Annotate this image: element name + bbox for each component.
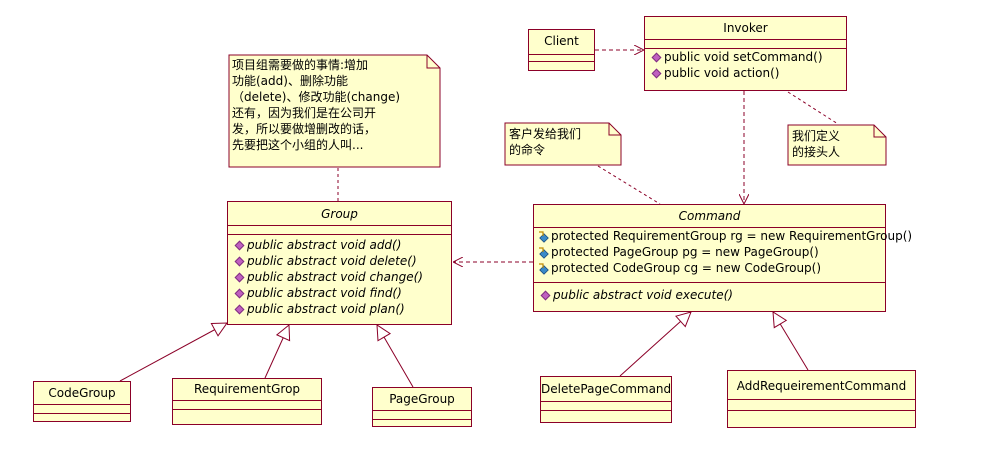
note-client-cmd-fold bbox=[608, 123, 621, 136]
note-line: 还有，因为我们是在公司开 bbox=[232, 106, 377, 120]
operation-row: public abstract void delete() bbox=[228, 253, 451, 269]
operation-icon bbox=[234, 256, 245, 267]
operation-label: public abstract void find() bbox=[247, 286, 402, 300]
attribute-label: protected RequirementGroup rg = new Requ… bbox=[551, 229, 913, 243]
compartment-divider bbox=[529, 61, 594, 62]
protected-attribute-icon bbox=[539, 230, 549, 243]
compartment-divider bbox=[728, 410, 915, 411]
operation-label: public abstract void add() bbox=[247, 238, 402, 252]
operation-label: public void action() bbox=[664, 66, 780, 80]
deletepagecommand-generalization bbox=[619, 312, 691, 377]
compartment-divider bbox=[529, 54, 594, 55]
class-name: Command bbox=[678, 209, 741, 223]
note-line: （delete)、修改功能(change) bbox=[232, 90, 401, 104]
operation-row: public abstract void add() bbox=[228, 237, 451, 253]
compartment-divider bbox=[228, 234, 451, 235]
class-requirementgrop[interactable]: RequirementGrop bbox=[172, 378, 322, 425]
class-name: RequirementGrop bbox=[193, 382, 301, 396]
class-name: CodeGroup bbox=[48, 386, 116, 400]
operation-label: public abstract void change() bbox=[247, 270, 423, 284]
operation-icon bbox=[234, 240, 245, 251]
operation-row: public void setCommand() bbox=[645, 49, 846, 65]
compartment-divider bbox=[34, 413, 130, 414]
attribute-label: protected PageGroup pg = new PageGroup() bbox=[551, 245, 819, 259]
compartment-divider bbox=[373, 410, 471, 411]
operation-icon bbox=[234, 304, 245, 315]
note-project-shape bbox=[228, 54, 441, 168]
class-pagegroup[interactable]: PageGroup bbox=[372, 387, 472, 427]
protected-attribute-icon bbox=[539, 262, 549, 275]
note-client-cmd-shape bbox=[504, 122, 622, 166]
compartment-divider bbox=[541, 410, 671, 411]
operation-icon bbox=[234, 272, 245, 283]
note-line: 的接头人 bbox=[792, 145, 841, 159]
compartment-divider bbox=[173, 400, 321, 401]
addrequeirementcommand-generalization bbox=[773, 312, 809, 371]
class-addrequeirementcommand[interactable]: AddRequeirementCommand bbox=[727, 370, 916, 428]
class-command[interactable]: Command protected RequirementGroup rg = … bbox=[533, 204, 912, 312]
class-client[interactable]: Client bbox=[528, 29, 595, 71]
class-deletepagecommand[interactable]: DeletePageCommand bbox=[540, 376, 672, 423]
note-line: 的命令 bbox=[509, 143, 546, 157]
operation-label: public abstract void execute() bbox=[553, 288, 733, 302]
compartment-divider bbox=[541, 401, 671, 402]
class-group[interactable]: Group public abstract void add() public … bbox=[227, 201, 452, 325]
operation-icon bbox=[234, 288, 245, 299]
operation-icon bbox=[651, 68, 662, 79]
class-name: PageGroup bbox=[389, 392, 455, 406]
operation-label: public void setCommand() bbox=[664, 50, 823, 64]
attribute-row: protected RequirementGroup rg = new Requ… bbox=[534, 228, 912, 244]
operation-row: public abstract void find() bbox=[228, 285, 451, 301]
note-project-fold bbox=[426, 55, 440, 69]
note-invoker-def-shape bbox=[787, 124, 887, 166]
compartment-divider bbox=[534, 282, 885, 283]
note-line: 项目组需要做的事情:增加 bbox=[232, 58, 369, 72]
compartment-divider bbox=[645, 39, 846, 40]
note-line: 我们定义 bbox=[792, 129, 841, 143]
attribute-row: protected PageGroup pg = new PageGroup() bbox=[534, 244, 885, 260]
attribute-label: protected CodeGroup cg = new CodeGroup() bbox=[551, 261, 822, 275]
note-client-cmd-text: 客户发给我们 的命令 bbox=[509, 126, 581, 158]
compartment-divider bbox=[173, 409, 321, 410]
compartment-divider bbox=[645, 48, 846, 49]
note-line: 客户发给我们 bbox=[509, 127, 582, 141]
operation-row: public abstract void change() bbox=[228, 269, 451, 285]
operation-icon bbox=[651, 52, 662, 63]
operation-row: public abstract void execute() bbox=[534, 287, 885, 303]
note-line: 发，所以要做增删改的话， bbox=[232, 122, 377, 136]
note-invoker-def-anchor bbox=[787, 91, 839, 125]
note-client-cmd-anchor bbox=[597, 165, 661, 205]
compartment-divider bbox=[728, 399, 915, 400]
note-line: 功能(add)、删除功能 bbox=[232, 74, 348, 88]
note-invoker-def-fold bbox=[873, 125, 886, 138]
class-codegroup[interactable]: CodeGroup bbox=[33, 381, 131, 422]
compartment-divider bbox=[34, 404, 130, 405]
compartment-divider bbox=[534, 227, 885, 228]
attribute-row: protected CodeGroup cg = new CodeGroup() bbox=[534, 260, 885, 276]
note-line: 先要把这个小组的人叫... bbox=[232, 138, 364, 152]
compartment-divider bbox=[373, 419, 471, 420]
requirementgrop-generalization bbox=[264, 325, 289, 379]
operation-label: public abstract void plan() bbox=[247, 302, 405, 316]
note-project-text: 项目组需要做的事情:增加 功能(add)、删除功能 （delete)、修改功能(… bbox=[232, 57, 400, 153]
class-name: AddRequeirementCommand bbox=[736, 379, 907, 393]
pagegroup-generalization bbox=[377, 325, 414, 388]
class-invoker[interactable]: Invoker public void setCommand() public … bbox=[644, 16, 847, 91]
operation-row: public void action() bbox=[645, 65, 846, 81]
class-name: Client bbox=[544, 34, 579, 48]
operation-row: public abstract void plan() bbox=[228, 301, 451, 317]
compartment-divider bbox=[228, 225, 451, 226]
protected-attribute-icon bbox=[539, 246, 549, 259]
class-name: DeletePageCommand bbox=[541, 382, 672, 396]
operation-icon bbox=[540, 290, 551, 301]
note-invoker-def-text: 我们定义 的接头人 bbox=[792, 128, 840, 160]
codegroup-generalization bbox=[119, 323, 227, 382]
class-name: Invoker bbox=[723, 21, 768, 35]
class-name: Group bbox=[321, 207, 358, 221]
operation-label: public abstract void delete() bbox=[247, 254, 417, 268]
